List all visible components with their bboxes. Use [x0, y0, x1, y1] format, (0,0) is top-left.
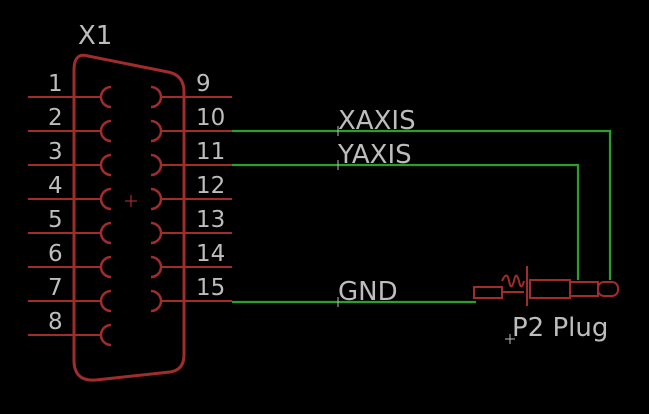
pin-7[interactable]: 7 [28, 275, 112, 313]
pin-socket [99, 255, 112, 279]
pin-number: 9 [196, 71, 211, 97]
pin-number: 12 [196, 173, 225, 199]
pin-socket [150, 187, 163, 211]
pin-number: 7 [48, 275, 63, 301]
pin-socket [99, 221, 112, 245]
connector-shell [72, 53, 186, 382]
pin-socket [99, 187, 112, 211]
pin-15[interactable]: 15 [150, 275, 232, 313]
net-labels: XAXIS YAXIS GND [337, 106, 416, 307]
plug-spring [501, 274, 525, 288]
left-pin-group: 1 2 3 4 5 6 7 8 [28, 71, 112, 347]
pin-4[interactable]: 4 [28, 173, 112, 211]
pin-13[interactable]: 13 [150, 207, 232, 245]
pin-number: 6 [48, 241, 63, 267]
pin-socket [150, 289, 163, 313]
net-label-xaxis: XAXIS [338, 106, 416, 136]
wire-yaxis[interactable] [232, 163, 580, 280]
pin-number: 10 [196, 105, 225, 131]
pin-number: 4 [48, 173, 63, 199]
pin-number: 13 [196, 207, 225, 233]
pin-socket [99, 85, 112, 109]
pin-number: 3 [48, 139, 63, 165]
pin-socket [99, 289, 112, 313]
pin-14[interactable]: 14 [150, 241, 232, 279]
pin-socket [150, 221, 163, 245]
pin-socket [99, 323, 112, 347]
pin-8[interactable]: 8 [28, 309, 112, 347]
pin-number: 5 [48, 207, 63, 233]
origin-cross [125, 195, 137, 207]
p2-plug[interactable]: P2 Plug [473, 266, 619, 344]
plug-ring [569, 281, 599, 297]
pin-socket [99, 153, 112, 177]
plug-grip [473, 286, 503, 299]
pin-socket [150, 153, 163, 177]
pin-number: 8 [48, 309, 63, 335]
pin-5[interactable]: 5 [28, 207, 112, 245]
pin-1[interactable]: 1 [28, 71, 112, 109]
plug-tip [597, 281, 619, 297]
net-label-yaxis: YAXIS [337, 140, 412, 170]
wire-xaxis[interactable] [232, 129, 612, 280]
pin-socket [150, 119, 163, 143]
pin-6[interactable]: 6 [28, 241, 112, 279]
pin-10[interactable]: 10 [150, 105, 232, 143]
pin-number: 15 [196, 275, 225, 301]
plug-barrel [529, 279, 571, 299]
pin-number: 2 [48, 105, 63, 131]
pin-3[interactable]: 3 [28, 139, 112, 177]
wires [232, 129, 612, 304]
right-pin-group: 9 10 11 12 13 14 15 [150, 71, 232, 313]
plug-label: P2 Plug [512, 313, 608, 343]
pin-2[interactable]: 2 [28, 105, 112, 143]
pin-socket [150, 255, 163, 279]
pin-9[interactable]: 9 [150, 71, 232, 109]
net-label-gnd: GND [338, 277, 398, 307]
pin-12[interactable]: 12 [150, 173, 232, 211]
pin-number: 11 [196, 139, 225, 165]
pin-number: 14 [196, 241, 225, 267]
pin-number: 1 [48, 71, 63, 97]
pin-11[interactable]: 11 [150, 139, 232, 177]
pin-socket [99, 119, 112, 143]
pin-socket [150, 85, 163, 109]
connector-ref-label: X1 [78, 21, 112, 51]
